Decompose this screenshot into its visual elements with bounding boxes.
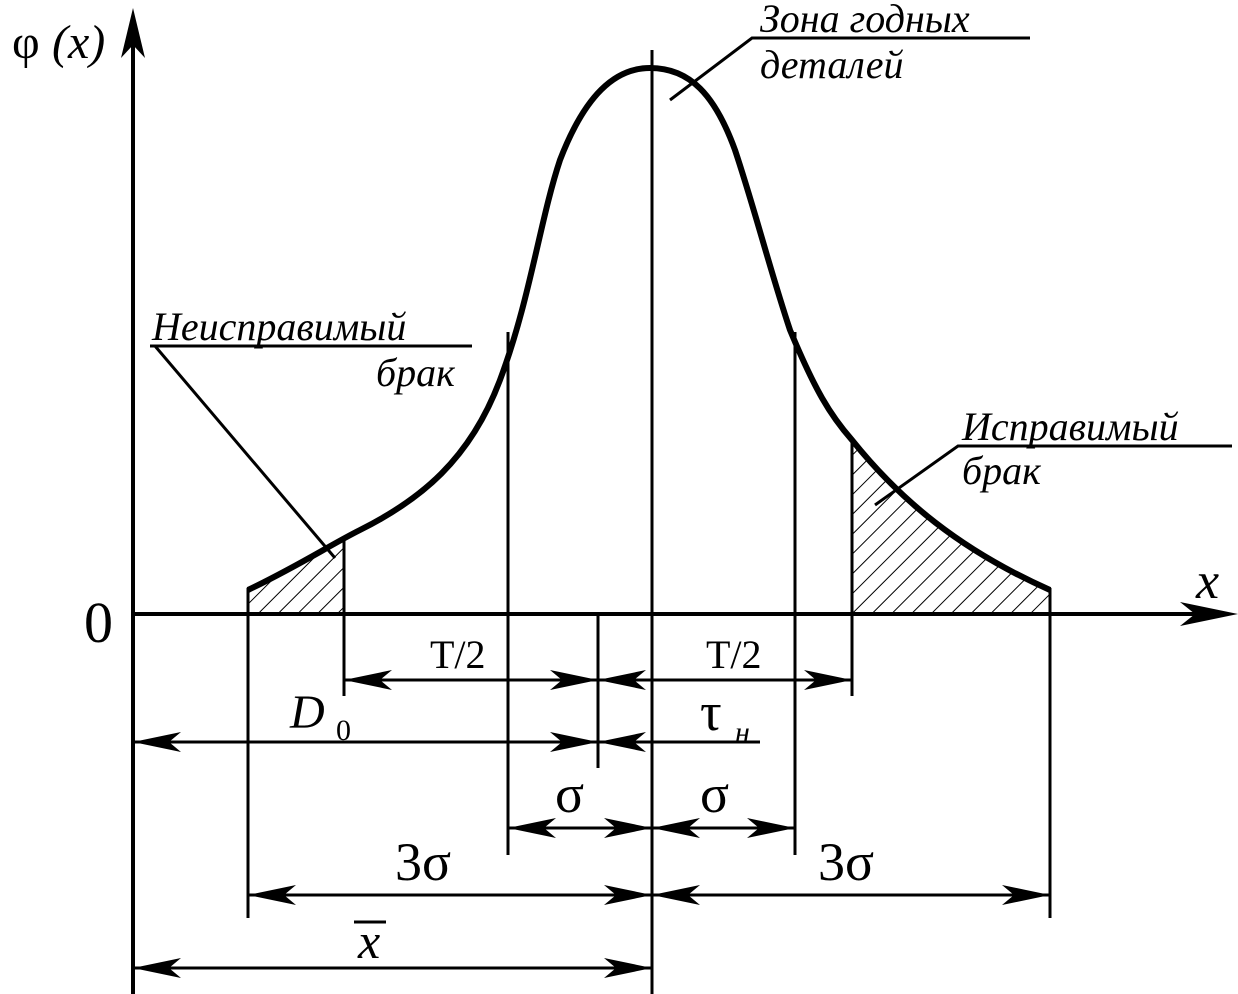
sigma-right-label: σ	[700, 764, 729, 824]
half-tolerance-right-label: T/2	[706, 632, 762, 677]
tolerance-dimension	[344, 670, 852, 690]
y-axis-label-phi: φ	[12, 16, 40, 69]
tau-subscript: н	[735, 716, 750, 749]
three-sigma-right-label: 3σ	[818, 832, 874, 892]
y-axis-label-arg: (x)	[52, 16, 105, 69]
three-sigma-dimension	[248, 885, 1050, 905]
three-sigma-left-label: 3σ	[395, 832, 451, 892]
good-zone-label-line1: Зона годных	[760, 0, 970, 41]
reparable-label-line1: Исправимый	[961, 404, 1179, 449]
reparable-leader	[874, 444, 1232, 507]
distribution-curve	[246, 64, 1052, 593]
good-zone-label-line2: деталей	[760, 42, 904, 87]
reparable-label-line2: брак	[962, 448, 1041, 493]
tau-label: τ	[700, 682, 722, 742]
y-axis-arrow-icon	[121, 8, 145, 58]
x-axis-label: x	[1195, 553, 1219, 610]
irreparable-label-line1: Неисправимый	[151, 304, 406, 349]
irreparable-label-line2: брак	[376, 350, 455, 395]
d0-label: D	[289, 686, 325, 739]
half-tolerance-left-label: T/2	[430, 632, 486, 677]
good-zone-leader	[669, 36, 1030, 102]
sigma-left-label: σ	[555, 764, 584, 824]
offset-dimension	[133, 732, 760, 752]
origin-label: 0	[84, 590, 113, 655]
x-axis-arrow-icon	[1180, 602, 1238, 626]
irreparable-pointer	[153, 345, 337, 559]
mean-dimension	[133, 958, 652, 978]
d0-subscript: 0	[336, 714, 351, 747]
mean-label: x	[357, 913, 380, 969]
sigma-dimension	[508, 818, 795, 838]
